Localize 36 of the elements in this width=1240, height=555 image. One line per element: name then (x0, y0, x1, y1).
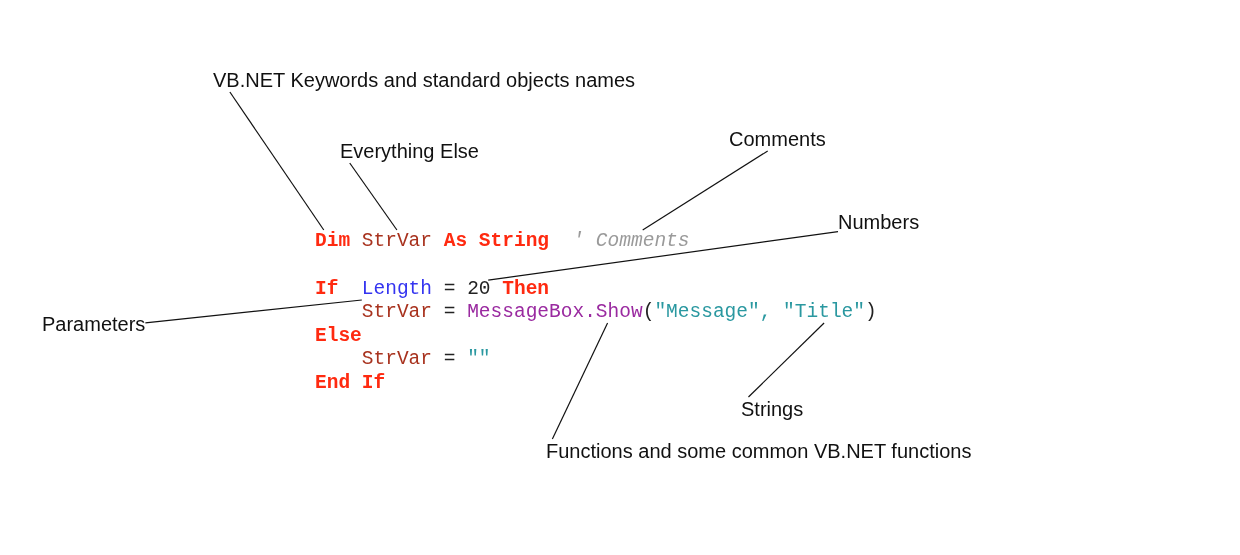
code-token: If (315, 278, 339, 300)
leader-line (487, 231, 839, 281)
leader-line (642, 150, 769, 231)
leader-line (144, 299, 363, 324)
code-token: End If (315, 372, 386, 394)
callout-text: Comments (729, 127, 826, 151)
callout-text: Strings (741, 397, 804, 421)
leader-line (349, 162, 398, 231)
code-token: Else (315, 325, 362, 347)
code-token: "" (467, 348, 491, 370)
leader-line (747, 322, 825, 398)
callout-text: Numbers (838, 210, 920, 234)
code-token: StrVar (361, 348, 433, 370)
code-token: As (443, 230, 468, 252)
code-token: = (443, 278, 456, 300)
callout-text: Functions and some common VB.NET functions (546, 439, 972, 463)
code-token: Then (502, 278, 550, 300)
callout-text: Parameters (42, 312, 146, 336)
code-token: ) (865, 301, 877, 323)
code-token: 20 (467, 278, 491, 300)
code-token: Length (361, 278, 433, 300)
code-token: = (443, 348, 456, 370)
code-token: StrVar (361, 230, 433, 252)
code-token: Dim (315, 230, 351, 252)
callout-text: VB.NET Keywords and standard objects names (213, 68, 636, 92)
code-token: ' Comments (572, 230, 690, 252)
leader-line (229, 91, 325, 231)
code-token: MessageBox.Show (467, 301, 643, 323)
code-token: = (443, 301, 456, 323)
callout-text: Everything Else (340, 139, 479, 163)
code-token: "Message", (654, 301, 772, 323)
code-token: "Title" (783, 301, 866, 323)
leader-line (551, 322, 609, 440)
code-token: StrVar (361, 301, 433, 323)
code-token: ( (642, 301, 655, 323)
code-token: String (478, 230, 550, 252)
